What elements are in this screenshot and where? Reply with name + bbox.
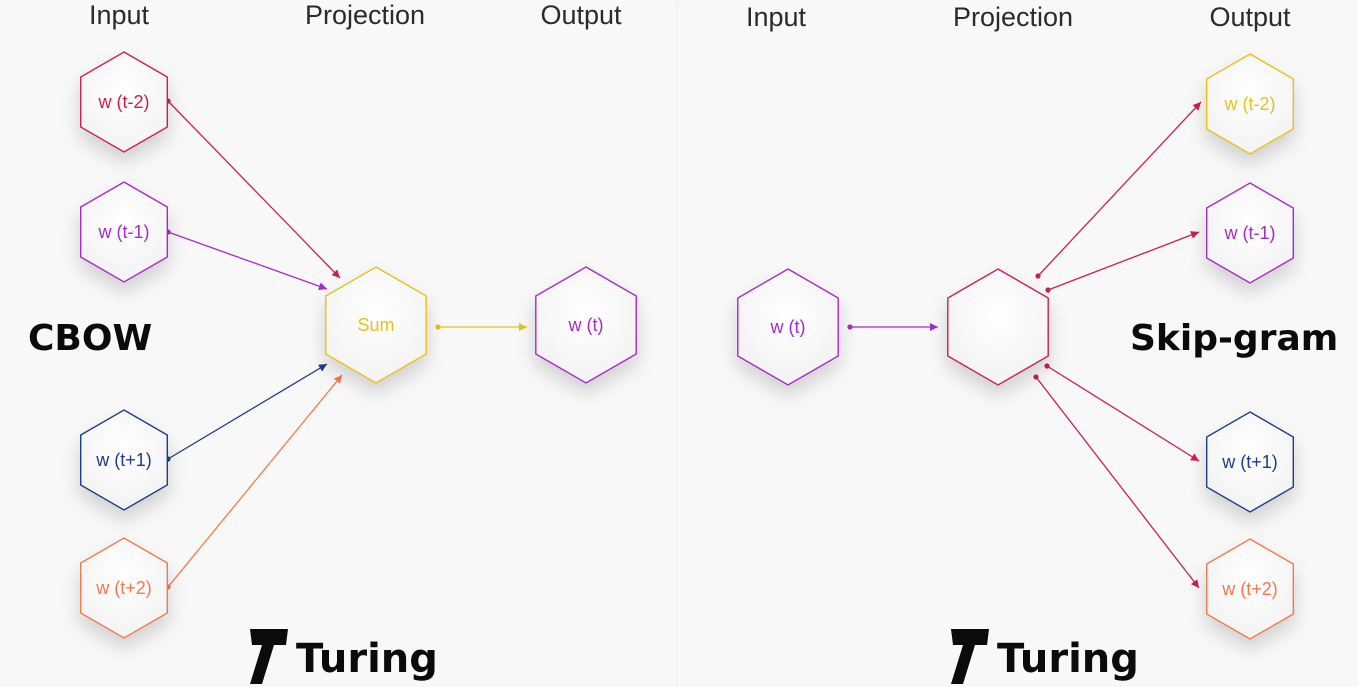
hexagon-shape bbox=[535, 266, 637, 384]
hexagon-shape bbox=[79, 537, 169, 639]
brand-name: Turing bbox=[296, 636, 438, 682]
node-label: w (t+2) bbox=[1221, 579, 1278, 599]
cbow-title: CBOW bbox=[28, 318, 152, 359]
node-label: w (t+1) bbox=[95, 450, 152, 470]
hexagon-shape bbox=[1205, 182, 1295, 284]
brand-right: Turing bbox=[951, 629, 1139, 684]
turing-logo-icon bbox=[951, 629, 989, 684]
node-label: w (t+1) bbox=[1221, 452, 1278, 472]
skip-gram-header-projection: Projection bbox=[953, 2, 1073, 32]
edge-arrowhead bbox=[1190, 231, 1199, 239]
edge-start-dot bbox=[1044, 363, 1050, 369]
hexagon-shape bbox=[79, 181, 169, 283]
edge-arrowhead bbox=[1190, 579, 1199, 588]
edge-start-dot bbox=[1035, 273, 1041, 279]
node-label: w (t-2) bbox=[98, 92, 150, 112]
cbow-header-projection: Projection bbox=[305, 0, 425, 30]
cbow-header-input: Input bbox=[89, 0, 150, 30]
skip-gram-output-node: w (t+1) bbox=[1205, 411, 1295, 513]
skip-gram-edge bbox=[1035, 101, 1202, 279]
node-label: w (t) bbox=[770, 317, 806, 337]
skip-gram-header-input: Input bbox=[746, 2, 807, 32]
hexagon-shape bbox=[737, 268, 839, 386]
node-layer: w (t-2) w (t-1) w (t+1) w (t+2) Sum w (t) w (t… bbox=[79, 51, 1295, 640]
edge-arrowhead bbox=[333, 375, 342, 384]
cbow-input-node: w (t+2) bbox=[79, 537, 169, 639]
skip-gram-edge bbox=[1033, 374, 1200, 589]
cbow-edge bbox=[165, 229, 328, 291]
cbow-header-output: Output bbox=[540, 0, 622, 30]
node-label: w (t-1) bbox=[1224, 223, 1276, 243]
cbow-input-node: w (t+1) bbox=[79, 409, 169, 511]
skip-gram-projection-node bbox=[947, 268, 1049, 386]
node-label: w (t-2) bbox=[1224, 94, 1276, 114]
skip-gram-input-node: w (t) bbox=[737, 268, 839, 386]
hexagon-shape bbox=[1205, 538, 1295, 640]
skip-gram-edge bbox=[1044, 363, 1200, 462]
hexagon-shape bbox=[79, 409, 169, 511]
edge-arrowhead bbox=[519, 323, 527, 331]
cbow-edge bbox=[165, 363, 328, 462]
brand-name: Turing bbox=[997, 636, 1139, 682]
node-label: w (t+2) bbox=[95, 578, 152, 598]
turing-logo-icon bbox=[250, 629, 288, 684]
edge-arrowhead bbox=[331, 269, 340, 278]
skip-gram-header-output: Output bbox=[1209, 2, 1291, 32]
edge-start-dot bbox=[1033, 374, 1039, 380]
edge-arrowhead bbox=[318, 364, 327, 372]
skip-gram-edge bbox=[847, 323, 938, 331]
connector-layer bbox=[165, 98, 1202, 590]
hexagon-shape bbox=[1205, 411, 1295, 513]
edge-start-dot bbox=[847, 324, 853, 330]
skip-gram-output-node: w (t+2) bbox=[1205, 538, 1295, 640]
edge-arrowhead bbox=[1190, 453, 1199, 461]
edge-arrowhead bbox=[318, 282, 327, 291]
cbow-edge bbox=[165, 98, 341, 279]
skip-gram-title: Skip-gram bbox=[1130, 318, 1338, 359]
cbow-input-node: w (t-2) bbox=[79, 51, 169, 153]
skip-gram-edge bbox=[1045, 231, 1200, 293]
node-label: w (t-1) bbox=[98, 222, 150, 242]
node-label: w (t) bbox=[568, 315, 604, 335]
edge-arrowhead bbox=[930, 323, 938, 331]
hexagon-shape bbox=[325, 266, 427, 384]
cbow-edge bbox=[435, 323, 527, 331]
skip-gram-output-node: w (t-1) bbox=[1205, 182, 1295, 284]
brand-left: Turing bbox=[250, 629, 438, 684]
skip-gram-output-node: w (t-2) bbox=[1205, 53, 1295, 155]
edge-arrowhead bbox=[1192, 102, 1201, 111]
hexagon-shape bbox=[1205, 53, 1295, 155]
hexagon-shape bbox=[947, 268, 1049, 386]
node-label: Sum bbox=[357, 315, 394, 335]
cbow-input-node: w (t-1) bbox=[79, 181, 169, 283]
cbow-output-node: w (t) bbox=[535, 266, 637, 384]
hexagon-shape bbox=[79, 51, 169, 153]
cbow-projection-node: Sum bbox=[325, 266, 427, 384]
edge-start-dot bbox=[1045, 287, 1051, 293]
edge-start-dot bbox=[435, 324, 441, 330]
